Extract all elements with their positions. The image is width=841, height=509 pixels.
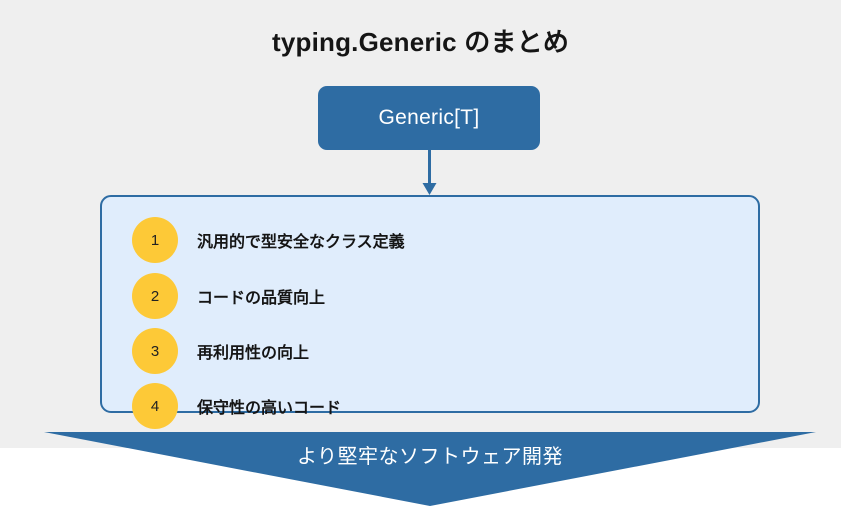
benefit-number-badge: 4 (132, 383, 178, 429)
benefit-label: 保守性の高いコード (197, 400, 342, 417)
benefit-number-badge: 2 (132, 273, 178, 319)
benefit-number-badge: 3 (132, 328, 178, 374)
generic-node-box: Generic[T] (318, 86, 540, 150)
benefit-number-badge: 1 (132, 217, 178, 263)
generic-node-label: Generic[T] (378, 106, 480, 129)
page-title: typing.Generic のまとめ (271, 27, 570, 57)
benefits-panel: 1 汎用的で型安全なクラス定義 2 コードの品質向上 3 再利用性の向上 4 保… (100, 195, 760, 429)
conclusion-banner-shape (44, 432, 816, 506)
benefit-label: コードの品質向上 (197, 290, 326, 307)
down-arrow-icon (421, 150, 438, 196)
benefit-label: 再利用性の向上 (197, 345, 310, 362)
benefit-label: 汎用的で型安全なクラス定義 (197, 234, 405, 251)
